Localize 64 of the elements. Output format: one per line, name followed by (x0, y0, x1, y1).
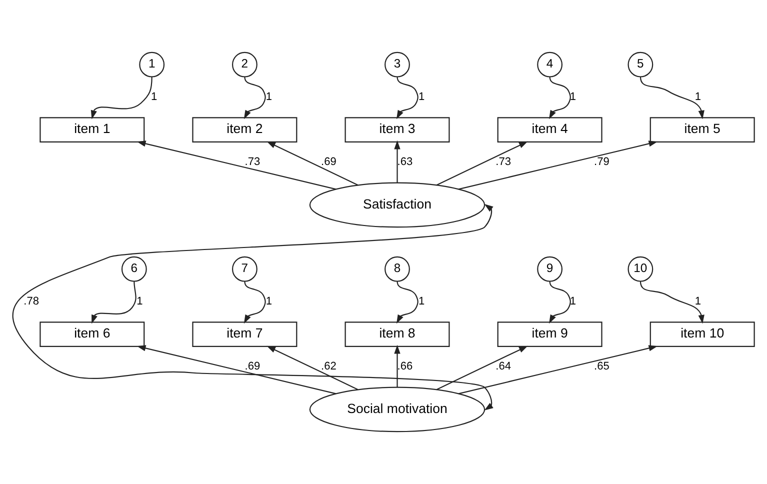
edge-label: 1 (570, 295, 576, 308)
arrow (244, 76, 266, 120)
edge-label: 1 (570, 90, 576, 103)
arrow (436, 141, 528, 186)
edge-label: 1 (694, 90, 701, 103)
edge-label: 1 (694, 295, 701, 308)
arrow (90, 76, 152, 120)
edge-label: 1 (150, 90, 158, 103)
edge-label: 1 (418, 295, 425, 308)
node-circle: 1 (139, 52, 165, 78)
node-box: item 3 (344, 117, 450, 143)
arrow (394, 344, 400, 388)
arrow (458, 140, 658, 190)
node-box: item 6 (40, 322, 145, 348)
edge-label: .78 (24, 295, 40, 308)
arrow (549, 76, 571, 120)
edge-label: 1 (418, 90, 425, 103)
edge-label: .66 (397, 360, 413, 373)
edge-label: .62 (321, 360, 336, 373)
node-ellipse: Satisfaction (309, 182, 486, 228)
node-box: item 9 (497, 322, 602, 348)
node-box: item 5 (650, 117, 755, 143)
arrow (458, 345, 658, 394)
node-box: item 4 (497, 117, 602, 143)
arrow (396, 76, 418, 120)
node-circle: 2 (232, 52, 258, 78)
arrow (136, 140, 336, 190)
node-box: item 7 (192, 322, 298, 348)
node-ellipse: Social motivation (309, 386, 486, 432)
edge-label: .63 (397, 156, 413, 168)
node-box: item 1 (40, 117, 145, 143)
node-circle: 9 (537, 256, 563, 282)
node-box: item 10 (650, 322, 755, 348)
arrow (92, 281, 136, 324)
node-box: item 2 (192, 117, 298, 143)
node-circle: 10 (628, 256, 654, 282)
edge-label: 1 (266, 90, 272, 103)
node-circle: 8 (384, 256, 410, 282)
arrow (136, 345, 336, 394)
arrow (640, 76, 704, 120)
arrow (396, 281, 418, 324)
arrow (266, 141, 358, 186)
arrow (12, 204, 494, 410)
arrow (640, 281, 704, 324)
edge-label: 1 (266, 295, 272, 308)
edge-label: .73 (496, 156, 512, 168)
edge-label: .65 (594, 360, 610, 373)
edge-label: .69 (244, 360, 260, 373)
edge-label: .64 (496, 360, 512, 373)
edge-label: .69 (321, 156, 336, 168)
node-box: item 8 (344, 322, 450, 348)
edge-label: 1 (136, 295, 143, 308)
arrow (436, 346, 528, 390)
arrow (244, 281, 266, 324)
arrow (266, 346, 358, 390)
node-circle: 5 (628, 52, 654, 78)
arrow (549, 281, 571, 324)
node-circle: 4 (537, 52, 563, 78)
edge-label: .73 (244, 156, 260, 168)
node-circle: 7 (232, 256, 258, 282)
node-circle: 3 (384, 52, 410, 78)
node-circle: 6 (121, 256, 147, 282)
edge-label: .79 (594, 156, 610, 168)
arrow (394, 140, 400, 183)
